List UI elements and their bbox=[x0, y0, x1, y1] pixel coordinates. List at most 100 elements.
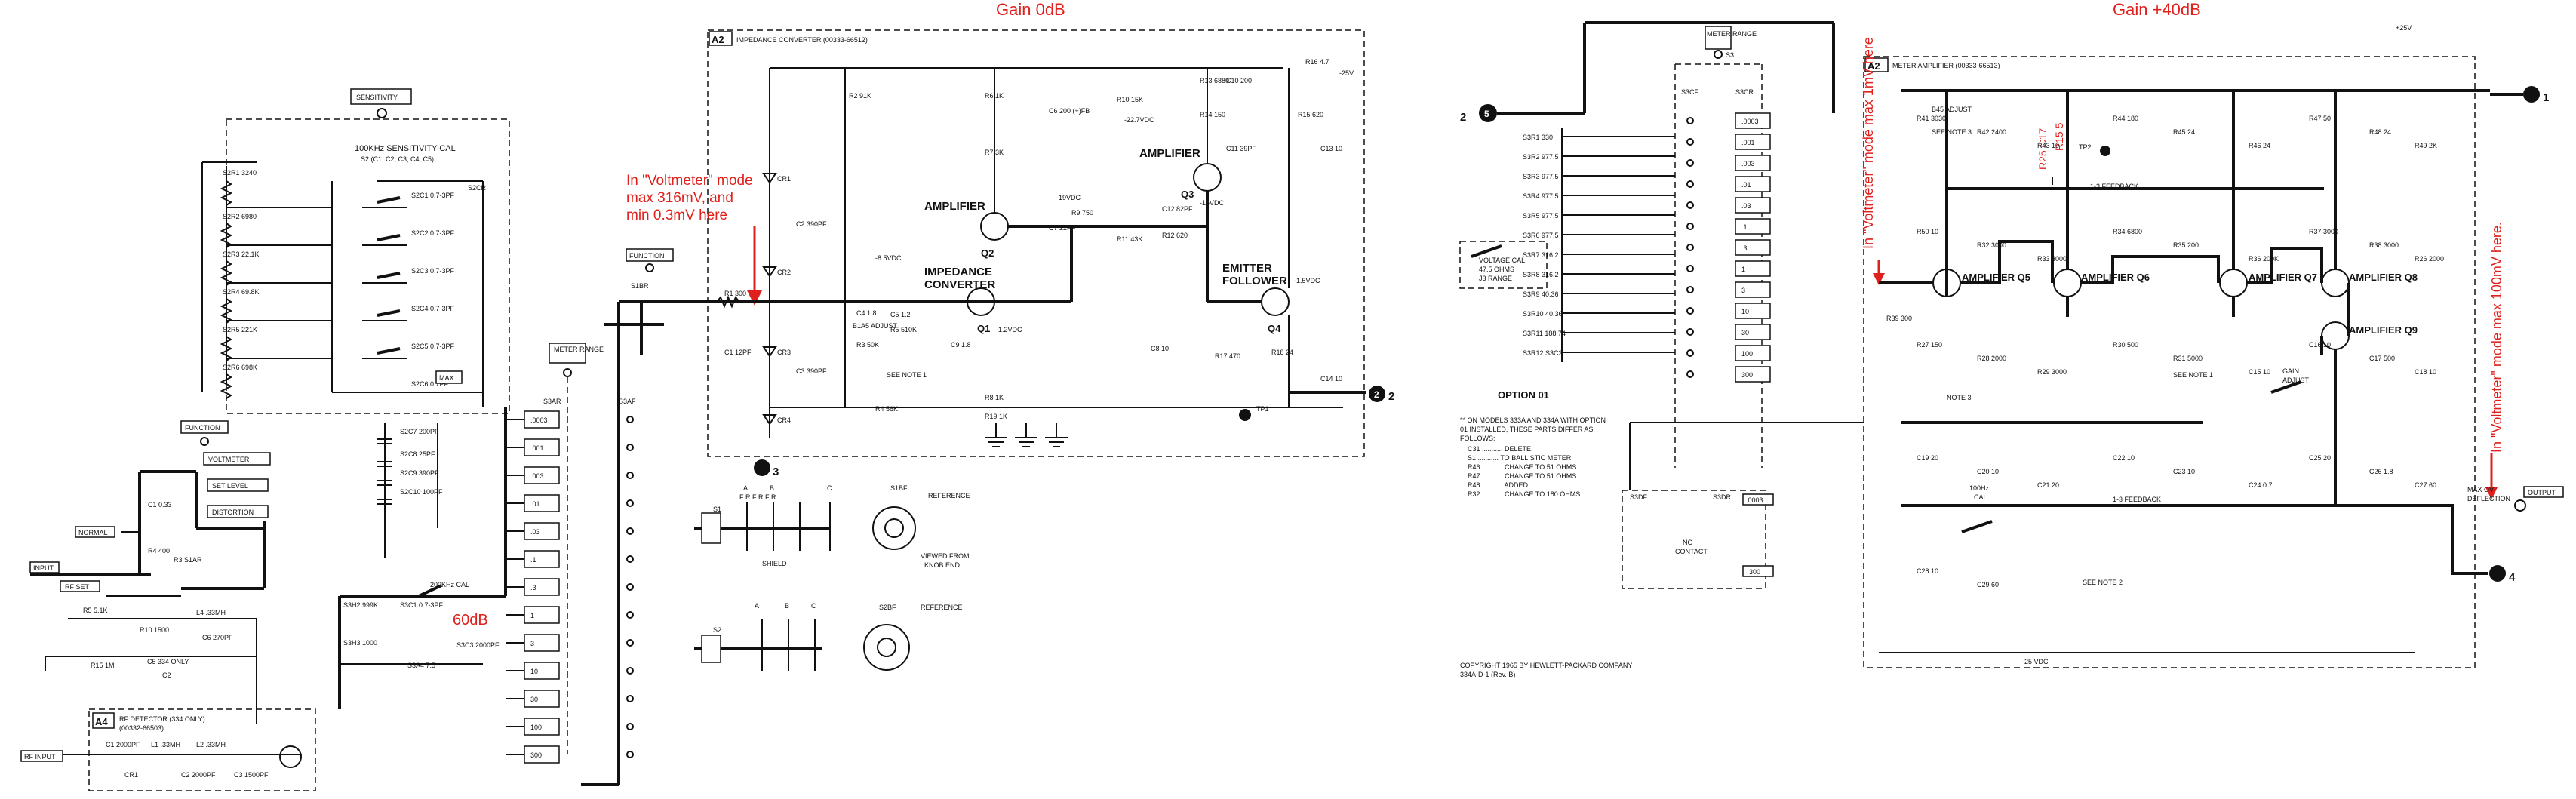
s3-resistor-label: S3R5 977.5 bbox=[1523, 212, 1559, 220]
misc-label: L1 .33MH bbox=[151, 741, 180, 748]
part-label: C27 60 bbox=[2415, 481, 2436, 489]
viewed-from-label: VIEWED FROM bbox=[921, 552, 970, 560]
a4-title-box bbox=[92, 712, 115, 729]
part-label: R32 3000 bbox=[1977, 241, 2006, 249]
range-value: .1 bbox=[530, 556, 536, 564]
range-contact-icon bbox=[1686, 349, 1694, 357]
option-note: ** ON MODELS 333A AND 334A WITH OPTION bbox=[1460, 416, 1606, 424]
switch-s2-body bbox=[701, 635, 721, 663]
s2c-label: S2C1 0.7-3PF bbox=[411, 192, 455, 199]
range-contact-icon bbox=[626, 527, 634, 535]
note: -19VDC bbox=[1056, 194, 1081, 201]
switch-s1-rotor-icon bbox=[872, 506, 916, 550]
part-label: R47 50 bbox=[2309, 115, 2331, 122]
range-value: 300 bbox=[530, 751, 542, 759]
red-note-r15: R15 5 bbox=[2053, 122, 2065, 151]
option-note: R32 ........... CHANGE TO 180 OHMS. bbox=[1468, 490, 1582, 498]
part-label: R6 1K bbox=[985, 92, 1004, 100]
range-cell bbox=[524, 522, 560, 540]
part-label: R27 150 bbox=[1917, 341, 1942, 349]
misc-label: L4 .33MH bbox=[196, 609, 226, 616]
range-value: .03 bbox=[530, 528, 540, 536]
part-label: C10 200 bbox=[1226, 77, 1252, 85]
switch-s2-rotor-icon bbox=[863, 624, 910, 671]
r-label: R10 1500 bbox=[140, 626, 169, 634]
range-value: .003 bbox=[1741, 160, 1755, 167]
s2cr-label: S2CR bbox=[468, 184, 487, 192]
sens-cal-label2: S2 (C1, C2, C3, C4, C5) bbox=[361, 155, 434, 163]
switch-letter: C bbox=[827, 484, 832, 492]
reference-label: REFERENCE bbox=[928, 492, 970, 499]
a3-title-text: METER AMPLIFIER (00333-66513) bbox=[1892, 62, 2000, 69]
range-value: .0003 bbox=[530, 416, 548, 424]
s2c-label: S2C8 25PF bbox=[400, 450, 435, 458]
range-value: 1 bbox=[1741, 266, 1745, 273]
s3-resistor-label: S3R12 S3C2 bbox=[1523, 349, 1563, 357]
note: SEE NOTE 3 bbox=[1932, 128, 1972, 136]
s3-label-right: S3 bbox=[1726, 51, 1734, 59]
option-note: R48 ........... ADDED. bbox=[1468, 481, 1530, 489]
port-4-icon bbox=[2489, 565, 2506, 582]
part-label: R43 10 bbox=[2037, 142, 2059, 149]
note: -16VDC bbox=[1200, 199, 1225, 207]
part-label: R44 180 bbox=[2113, 115, 2138, 122]
s3-label: S3H3 1000 bbox=[343, 639, 377, 647]
range-cell bbox=[1735, 324, 1771, 340]
function-box-a2 bbox=[626, 248, 674, 262]
plus25-label: +25V bbox=[2396, 24, 2412, 32]
s3-resistor-label: S3R3 977.5 bbox=[1523, 173, 1559, 180]
resistor-group: S2R1 3240 S2R2 6980 S2R3 22.1K S2R4 69.8… bbox=[220, 169, 260, 399]
s3-label: S3AR bbox=[543, 398, 561, 405]
q-label: AMPLIFIER Q5 bbox=[1962, 272, 2030, 283]
sensitivity-knob-box bbox=[350, 88, 412, 105]
range-value: .0003 bbox=[1741, 118, 1759, 125]
function-switch: FUNCTION VOLTMETER SET LEVEL DISTORTION bbox=[138, 420, 271, 590]
port-2-num: 2 bbox=[1374, 389, 1379, 400]
range-contact-icon bbox=[626, 611, 634, 619]
s2c-lower: S2C7 200PF S2C8 25PF S2C9 390PF S2C10 10… bbox=[377, 423, 443, 558]
cal-200k-label: 200KHz CAL bbox=[430, 581, 469, 588]
q-label: AMPLIFIER Q8 bbox=[2349, 272, 2418, 283]
part-label: C21 20 bbox=[2037, 481, 2059, 489]
misc-label: C2 2000PF bbox=[181, 771, 216, 779]
range-cell bbox=[1735, 345, 1771, 361]
s3-resistor-label: S3R11 188.74 bbox=[1523, 330, 1566, 337]
part-label: C19 20 bbox=[1917, 454, 1938, 462]
range-bottom: .0003 bbox=[1746, 496, 1763, 504]
s3dr-label: S3DR bbox=[1713, 493, 1732, 501]
a4-rf-detector: A4 RF DETECTOR (334 ONLY) (00332-66503) … bbox=[20, 708, 316, 791]
port-4-label: 4 bbox=[2509, 571, 2516, 584]
part-label: R11 43K bbox=[1117, 235, 1142, 243]
part-label: C16 10 bbox=[2309, 341, 2331, 349]
q-label: Q4 bbox=[1268, 323, 1281, 334]
misc-label: L2 .33MH bbox=[196, 741, 226, 748]
resistor-label: S2R2 6980 bbox=[223, 213, 257, 220]
range-value: .003 bbox=[530, 472, 544, 480]
range-cell bbox=[1735, 260, 1771, 277]
port-2-right-icon bbox=[1479, 104, 1497, 122]
range-contact-icon bbox=[626, 416, 634, 423]
s2c-label: S2C3 0.7-3PF bbox=[411, 267, 455, 275]
s3-resistor-label: S3R7 316.2 bbox=[1523, 251, 1559, 259]
part-label: C18 10 bbox=[2415, 368, 2436, 376]
range-cell bbox=[524, 494, 560, 512]
misc-label: C1 2000PF bbox=[106, 741, 140, 748]
part-label: C24 0.7 bbox=[2249, 481, 2273, 489]
range-contact-icon bbox=[626, 444, 634, 451]
function-label-a2: FUNCTION bbox=[629, 252, 665, 260]
r-label: R15 1M bbox=[91, 662, 115, 669]
tp2-label: TP2 bbox=[2079, 143, 2092, 151]
normal-box bbox=[75, 526, 115, 538]
output-text: OUTPUT bbox=[2528, 489, 2556, 496]
range-cell bbox=[524, 606, 560, 624]
annotation-voltmeter-left-1: In "Voltmeter" mode bbox=[626, 173, 753, 189]
a4-text: RF DETECTOR (334 ONLY) bbox=[119, 715, 205, 723]
range-contact-icon bbox=[626, 723, 634, 730]
note: -1.5VDC bbox=[1294, 277, 1320, 284]
switch-fr: F R F R F R bbox=[739, 493, 776, 501]
part-label: CR2 bbox=[777, 269, 791, 276]
annotation-60db: 60dB bbox=[453, 612, 488, 628]
